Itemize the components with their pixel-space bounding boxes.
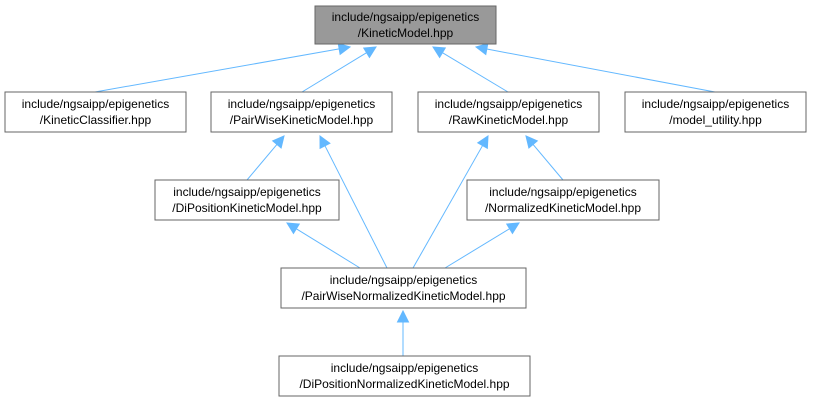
node-label-line2: /KineticClassifier.hpp: [40, 113, 152, 127]
arrowhead-icon: [286, 222, 301, 235]
arrowhead-icon: [362, 46, 377, 59]
arrowhead-icon: [505, 222, 520, 235]
edge-raw_kinetic_model-to-kinetic_model: [442, 52, 509, 93]
arrowhead-icon: [525, 135, 539, 149]
arrowhead-icon: [432, 46, 447, 59]
node-label-line2: /KineticModel.hpp: [358, 26, 454, 40]
edge-normalized_kinetic_model-to-raw_kinetic_model: [532, 144, 564, 181]
node-label-line1: include/ngsaipp/epigenetics: [489, 185, 636, 199]
arrowhead-icon: [474, 42, 489, 56]
node-label-line1: include/ngsaipp/epigenetics: [228, 97, 375, 111]
node-label-line2: /DiPositionNormalizedKineticModel.hpp: [299, 377, 509, 391]
node-diposition-normalized-kinetic-model[interactable]: include/ngsaipp/epigenetics /DiPositionN…: [278, 355, 531, 397]
node-label-line1: include/ngsaipp/epigenetics: [22, 97, 169, 111]
node-box[interactable]: [280, 267, 527, 309]
node-box[interactable]: [278, 355, 531, 397]
node-box[interactable]: [624, 91, 807, 133]
edge-pairwise_normalized_kinetic_model-to-pairwise_kinetic_model: [324, 145, 388, 269]
node-label-line1: include/ngsaipp/epigenetics: [330, 273, 477, 287]
node-box[interactable]: [154, 179, 340, 221]
edge-pairwise_kinetic_model-to-kinetic_model: [301, 52, 367, 93]
node-label-line2: /NormalizedKineticModel.hpp: [485, 201, 641, 215]
arrowhead-icon: [476, 135, 489, 150]
node-box[interactable]: [314, 5, 497, 45]
node-model-utility[interactable]: include/ngsaipp/epigenetics /model_utili…: [624, 91, 807, 133]
edge-pairwise_normalized_kinetic_model-to-diposition_kinetic_model: [296, 228, 361, 269]
node-box[interactable]: [4, 91, 187, 133]
node-pairwise-kinetic-model[interactable]: include/ngsaipp/epigenetics /PairWiseKin…: [210, 91, 393, 133]
edges-layer: [94, 42, 716, 356]
arrowhead-icon: [271, 135, 285, 149]
node-label-line2: /PairWiseNormalizedKineticModel.hpp: [301, 289, 505, 303]
nodes-layer: include/ngsaipp/epigenetics /KineticMode…: [4, 5, 807, 397]
node-box[interactable]: [417, 91, 600, 133]
node-label-line1: include/ngsaipp/epigenetics: [173, 185, 320, 199]
arrowhead-icon: [319, 135, 331, 150]
node-label-line2: /DiPositionKineticModel.hpp: [172, 201, 322, 215]
edge-pairwise_normalized_kinetic_model-to-raw_kinetic_model: [412, 145, 484, 269]
node-label-line2: /PairWiseKineticModel.hpp: [230, 113, 374, 127]
arrowhead-icon: [396, 309, 410, 323]
node-label-line1: include/ngsaipp/epigenetics: [642, 97, 789, 111]
edge-pairwise_normalized_kinetic_model-to-normalized_kinetic_model: [444, 228, 510, 269]
node-label-line1: include/ngsaipp/epigenetics: [331, 361, 478, 375]
arrowhead-icon: [337, 42, 352, 56]
node-box[interactable]: [210, 91, 393, 133]
node-kinetic-classifier[interactable]: include/ngsaipp/epigenetics /KineticClas…: [4, 91, 187, 133]
edge-model_utility-to-kinetic_model: [486, 48, 716, 93]
node-label-line2: /RawKineticModel.hpp: [449, 113, 569, 127]
node-kinetic-model[interactable]: include/ngsaipp/epigenetics /KineticMode…: [314, 5, 497, 45]
node-raw-kinetic-model[interactable]: include/ngsaipp/epigenetics /RawKineticM…: [417, 91, 600, 133]
node-label-line1: include/ngsaipp/epigenetics: [332, 10, 479, 24]
edge-kinetic_classifier-to-kinetic_model: [94, 48, 340, 93]
node-label-line2: /model_utility.hpp: [669, 113, 762, 127]
node-label-line1: include/ngsaipp/epigenetics: [435, 97, 582, 111]
node-pairwise-normalized-kinetic-model[interactable]: include/ngsaipp/epigenetics /PairWiseNor…: [280, 267, 527, 309]
node-normalized-kinetic-model[interactable]: include/ngsaipp/epigenetics /NormalizedK…: [466, 179, 660, 221]
node-diposition-kinetic-model[interactable]: include/ngsaipp/epigenetics /DiPositionK…: [154, 179, 340, 221]
node-box[interactable]: [466, 179, 660, 221]
edge-diposition_kinetic_model-to-pairwise_kinetic_model: [246, 144, 278, 181]
